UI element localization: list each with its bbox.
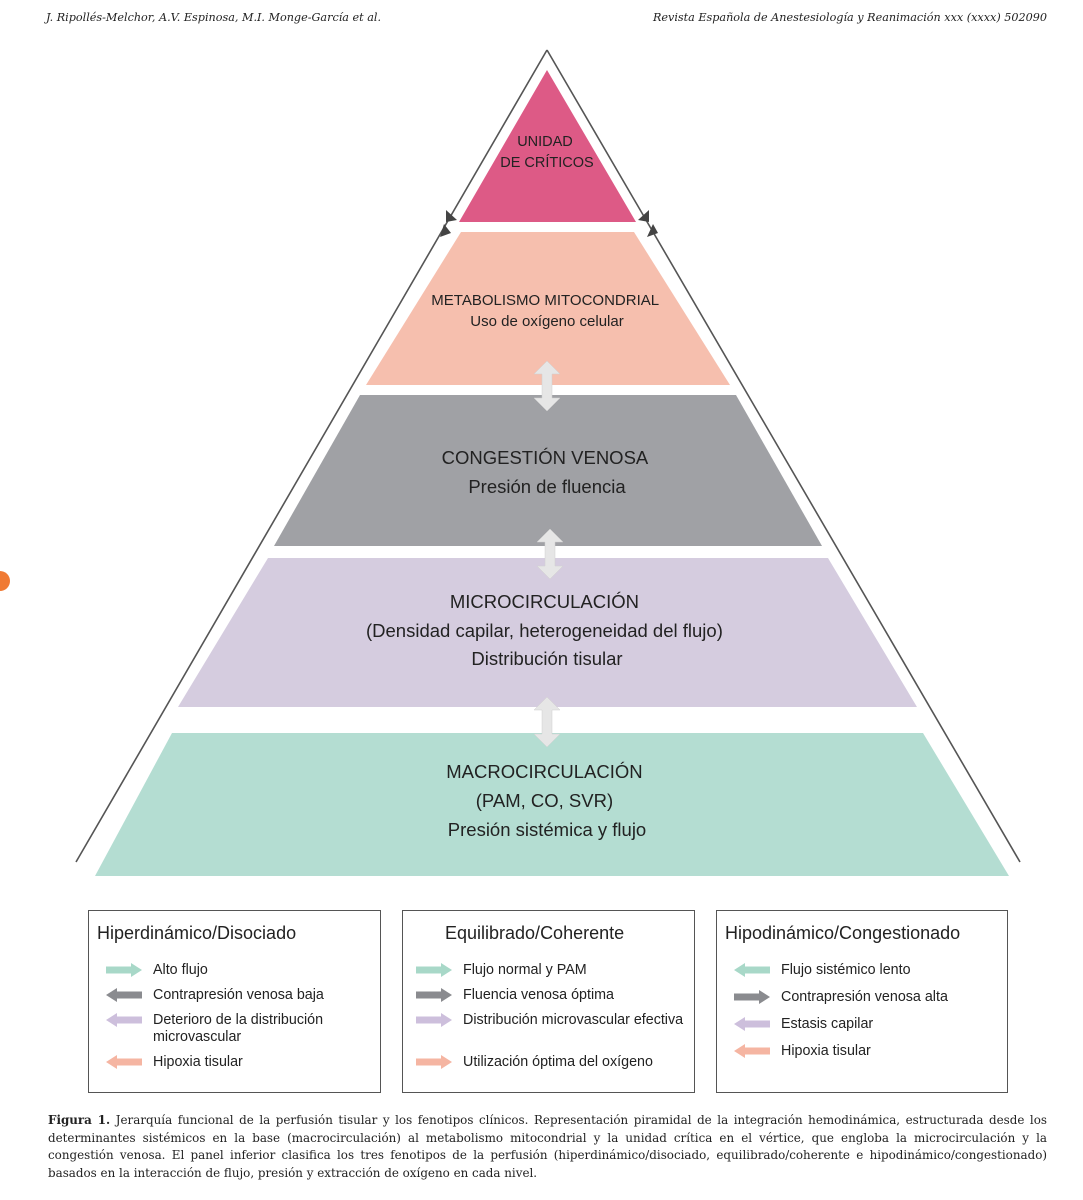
tier-label-line: DE CRÍTICOS xyxy=(500,154,593,171)
legend-arrow-shape xyxy=(416,963,452,977)
legend-arrow-icon xyxy=(734,990,770,1004)
legend-box-hypodynamic: Hipodinámico/Congestionado Flujo sistémi… xyxy=(716,910,1008,1093)
pyramid-outline-left xyxy=(75,49,548,863)
legend-arrow-icon xyxy=(734,963,770,977)
legend-arrow-shape xyxy=(106,988,142,1002)
figure-caption-text: Jerarquía funcional de la perfusión tisu… xyxy=(48,1113,1047,1181)
legend-item-text: Hipoxia tisular xyxy=(153,1054,243,1070)
legend-item: Deterioro de la distribución microvascul… xyxy=(105,1012,374,1046)
legend-item: Contrapresión venosa alta xyxy=(733,989,1001,1006)
tier-label-line: Presión sistémica y flujo xyxy=(448,819,646,840)
running-header-journal: Revista Española de Anestesiología y Rea… xyxy=(652,11,1047,24)
outline-arrowhead-down-right xyxy=(638,210,649,222)
legend-arrow-shape xyxy=(106,1055,142,1069)
outline-arrowhead-up-left xyxy=(440,224,451,237)
tier-label-line: Distribución tisular xyxy=(471,648,622,669)
legend-item: Hipoxia tisular xyxy=(733,1043,1001,1060)
legend-arrow-icon xyxy=(106,988,142,1002)
legend-title: Hipodinámico/Congestionado xyxy=(725,923,961,943)
legend-item-text: Contrapresión venosa baja xyxy=(153,987,324,1003)
legend-item: Fluencia venosa óptima xyxy=(415,987,688,1004)
tier-label-line: UNIDAD xyxy=(517,134,573,150)
perfusion-pyramid-diagram: UNIDAD DE CRÍTICOS METABOLISMO MITOCONDR… xyxy=(75,49,1021,876)
outline-arrowhead-down-left xyxy=(446,210,457,222)
legend-item: Flujo normal y PAM xyxy=(415,962,688,979)
legend-title: Equilibrado/Coherente xyxy=(445,923,625,943)
legend-item-text: Estasis capilar xyxy=(781,1016,874,1032)
tier-label-line: METABOLISMO MITOCONDRIAL xyxy=(431,292,658,309)
tier-macrocirculation-label: MACROCIRCULACIÓN (PAM, CO, SVR) Presión … xyxy=(446,761,647,840)
tier-label-line: Presión de fluencia xyxy=(468,476,626,497)
legend-arrow-shape xyxy=(416,1055,452,1069)
tier-venous-congestion xyxy=(274,395,822,546)
legend-item-text: Contrapresión venosa alta xyxy=(781,989,948,1005)
legend-box-hyperdynamic: Hiperdinámico/Disociado Alto flujo Contr… xyxy=(88,910,381,1093)
tier-label-line: MICROCIRCULACIÓN xyxy=(450,591,639,612)
legend-arrow-icon xyxy=(106,963,142,977)
double-arrow-microcirculation-macrocirculation xyxy=(533,696,561,748)
legend-item-text: Fluencia venosa óptima xyxy=(463,987,614,1003)
legend-item: Hipoxia tisular xyxy=(105,1054,374,1071)
legend-arrow-shape xyxy=(734,963,770,977)
legend-title: Hiperdinámico/Disociado xyxy=(97,923,297,943)
double-arrow-metabolism-congestion xyxy=(533,360,561,412)
tier-critical-unit-label: UNIDAD DE CRÍTICOS xyxy=(500,134,593,171)
legend-item: Flujo sistémico lento xyxy=(733,962,1001,979)
legend-item-text: Hipoxia tisular xyxy=(781,1043,871,1059)
outline-arrowhead-up-right xyxy=(647,224,658,237)
legend-item: Utilización óptima del oxígeno xyxy=(415,1054,688,1071)
legend-arrow-icon xyxy=(734,1044,770,1058)
tier-label-line: (PAM, CO, SVR) xyxy=(476,790,613,811)
figure-caption-label: Figura 1. xyxy=(48,1113,111,1127)
legend-arrow-shape xyxy=(416,1013,452,1027)
legend-item: Estasis capilar xyxy=(733,1016,1001,1033)
tier-label-line: MACROCIRCULACIÓN xyxy=(446,761,642,782)
legend-item-text: Deterioro de la distribución microvascul… xyxy=(153,1012,324,1045)
legend-arrow-shape xyxy=(734,990,770,1004)
figure-caption: Figura 1. Jerarquía funcional de la perf… xyxy=(48,1112,1047,1183)
running-header-authors: J. Ripollés-Melchor, A.V. Espinosa, M.I.… xyxy=(46,11,381,24)
legend-item-text: Distribución microvascular efectiva xyxy=(463,1012,684,1028)
legend-item-text: Flujo normal y PAM xyxy=(463,962,587,978)
tier-mitochondrial-metabolism-label: METABOLISMO MITOCONDRIAL Uso de oxígeno … xyxy=(431,292,662,330)
page-side-marker[interactable] xyxy=(0,571,10,591)
legend-arrow-shape xyxy=(106,963,142,977)
legend-item: Contrapresión venosa baja xyxy=(105,987,374,1004)
legend-arrow-icon xyxy=(416,963,452,977)
legend-arrow-icon xyxy=(416,988,452,1002)
legend-arrow-shape xyxy=(734,1017,770,1031)
legend-item-text: Flujo sistémico lento xyxy=(781,962,911,978)
legend-arrow-icon xyxy=(734,1017,770,1031)
tier-label-line: (Densidad capilar, heterogeneidad del fl… xyxy=(366,620,723,641)
legend-arrow-icon xyxy=(106,1013,142,1027)
tier-venous-congestion-label: CONGESTIÓN VENOSA Presión de fluencia xyxy=(442,447,653,497)
tier-critical-unit xyxy=(459,70,636,222)
double-arrow-congestion-microcirculation xyxy=(536,528,564,580)
legend-item-text: Utilización óptima del oxígeno xyxy=(463,1054,653,1070)
legend-item: Alto flujo xyxy=(105,962,374,979)
tier-label-line: Uso de oxígeno celular xyxy=(470,313,623,330)
tier-mitochondrial-metabolism xyxy=(366,232,730,385)
legend-arrow-icon xyxy=(416,1013,452,1027)
legend-arrow-icon xyxy=(106,1055,142,1069)
tier-microcirculation xyxy=(178,558,917,707)
legend-arrow-shape xyxy=(416,988,452,1002)
legend-arrow-icon xyxy=(416,1055,452,1069)
tier-microcirculation-label: MICROCIRCULACIÓN (Densidad capilar, hete… xyxy=(366,591,728,669)
legend-arrow-shape xyxy=(734,1044,770,1058)
legend-box-balanced: Equilibrado/Coherente Flujo normal y PAM… xyxy=(402,910,695,1093)
tier-label-line: CONGESTIÓN VENOSA xyxy=(442,447,649,468)
legend-item: Distribución microvascular efectiva xyxy=(415,1012,688,1029)
legend-item-text: Alto flujo xyxy=(153,962,208,978)
tier-macrocirculation xyxy=(95,733,1009,876)
legend-arrow-shape xyxy=(106,1013,142,1027)
pyramid-outline-right xyxy=(546,49,1021,863)
